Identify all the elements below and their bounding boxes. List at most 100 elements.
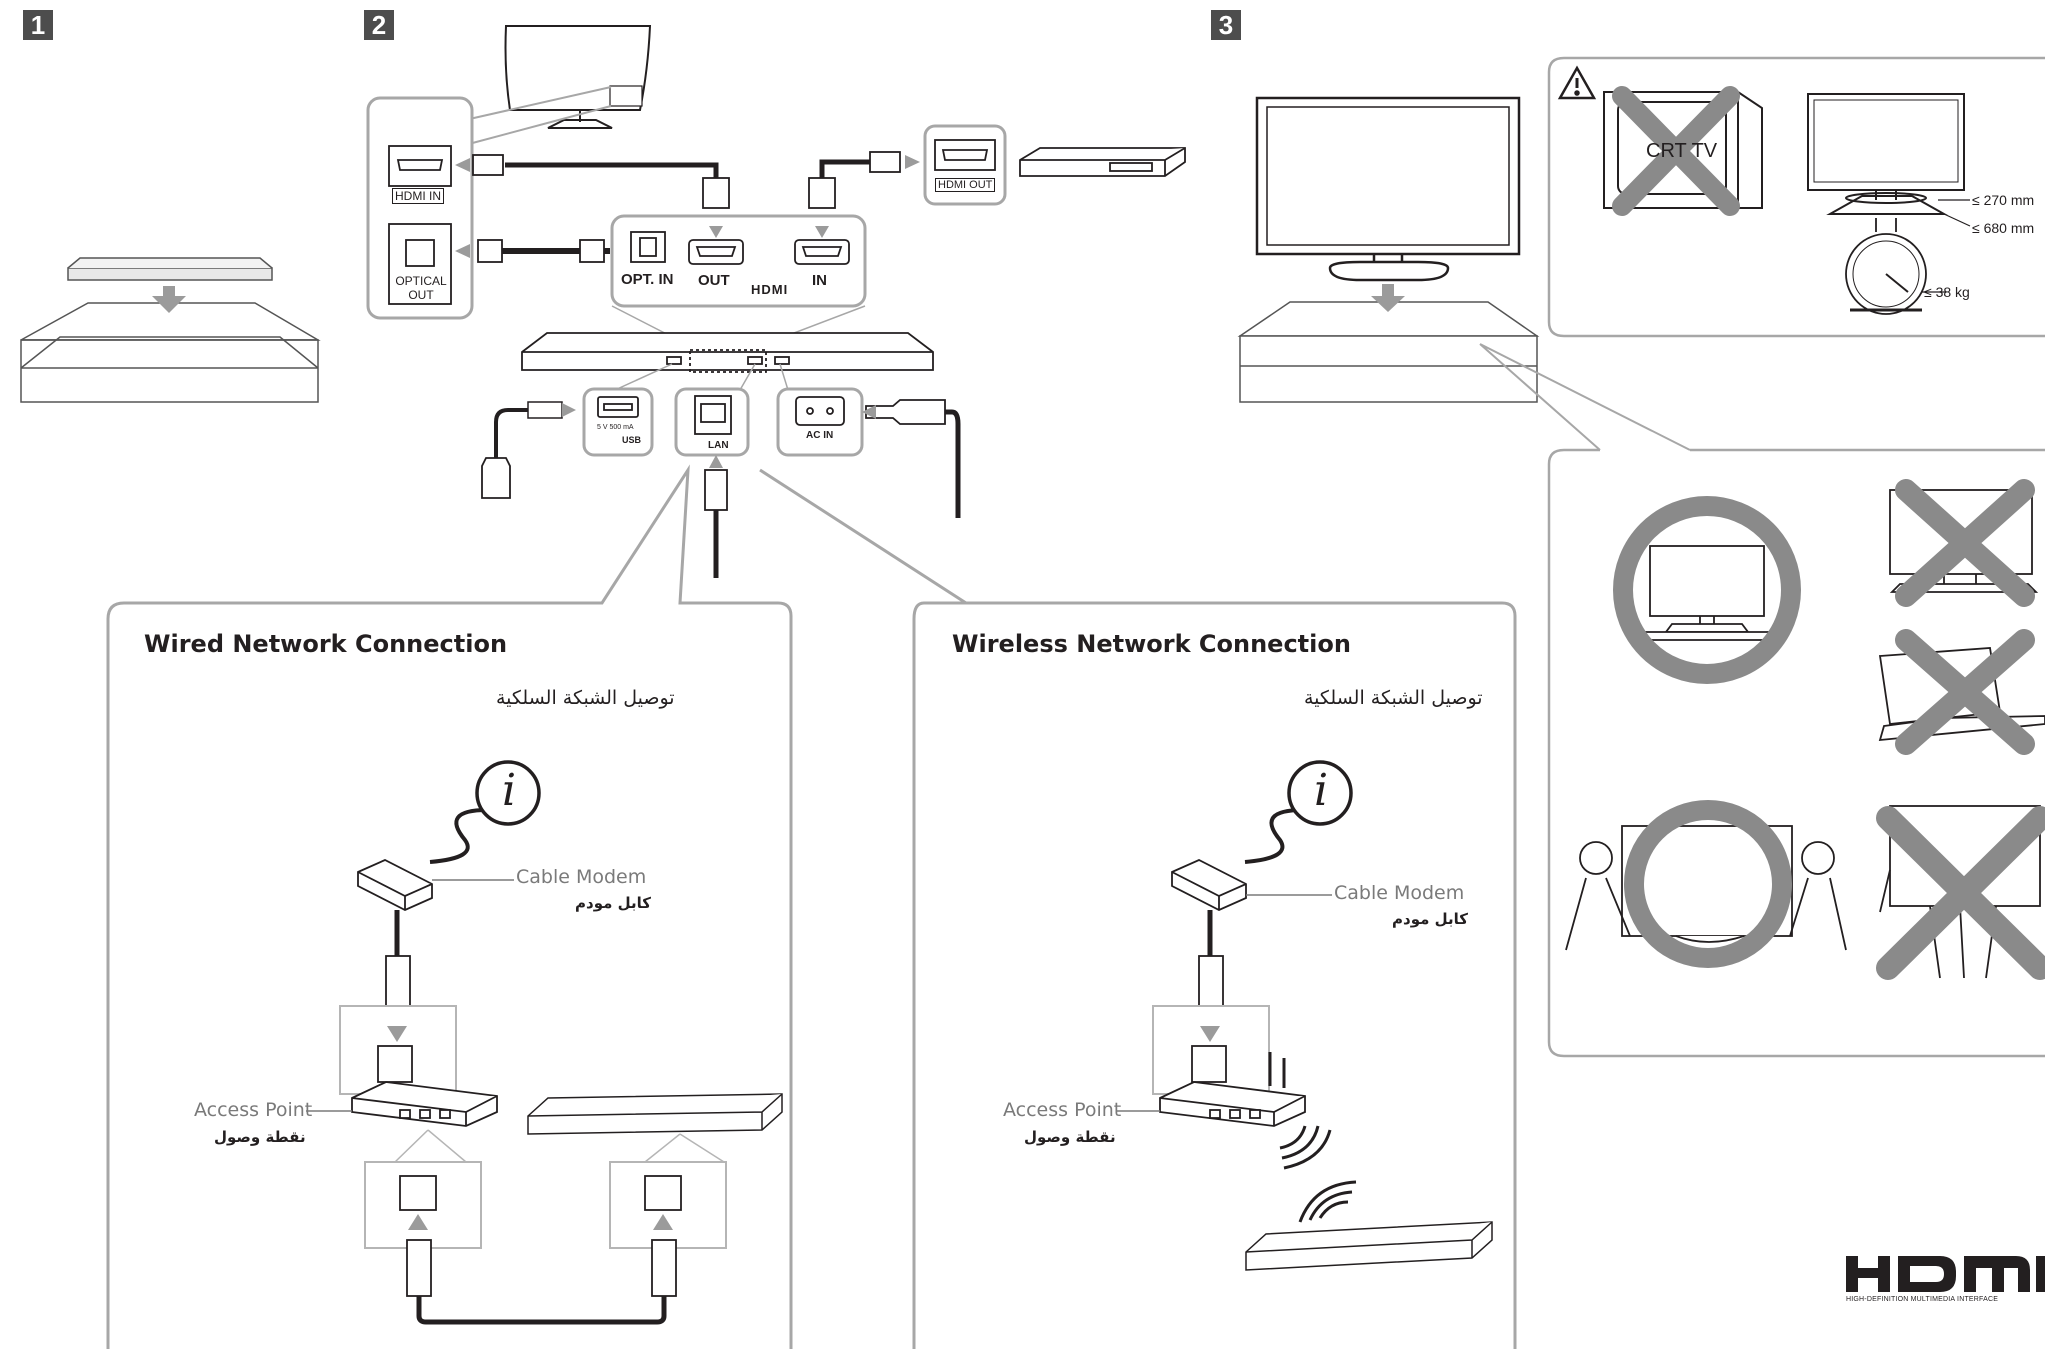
crt-tv-label: CRT TV bbox=[1646, 140, 1718, 162]
wired-info-glyph: i bbox=[501, 765, 517, 816]
opt-in-label: OPT. IN bbox=[621, 271, 674, 288]
wired-ap-port bbox=[377, 1045, 413, 1083]
wired-access-point-label: Access Point bbox=[194, 1099, 313, 1121]
bluray-player bbox=[1019, 147, 1186, 177]
wired-arabic-title: توصيل الشبكة السلكية bbox=[496, 687, 675, 709]
step3-stand bbox=[1237, 301, 1540, 403]
hdmi-tagline: HIGH-DEFINITION MULTIMEDIA INTERFACE bbox=[1846, 1296, 1999, 1303]
lan-cable bbox=[704, 469, 728, 578]
wired-cable-modem bbox=[357, 859, 433, 911]
dimension-lines bbox=[1938, 199, 1971, 227]
placement-ok-1 bbox=[1613, 496, 1801, 684]
placement-ng-3 bbox=[1876, 805, 2045, 980]
warning-panel-border bbox=[1547, 56, 2045, 338]
port-callouts bbox=[614, 363, 789, 391]
hdmi-in-port bbox=[794, 239, 850, 265]
step-2-badge: 2 bbox=[364, 10, 394, 40]
wireless-panel-border bbox=[759, 468, 1517, 1349]
placement-ng-2 bbox=[1878, 629, 2045, 755]
wireless-info-glyph: i bbox=[1313, 765, 1329, 816]
placement-ok-2 bbox=[1565, 800, 1847, 968]
wireless-info-icon bbox=[1287, 760, 1353, 826]
opt-in-port bbox=[630, 231, 666, 263]
arrow-ac-in bbox=[862, 405, 876, 419]
ac-in-label: AC IN bbox=[806, 430, 834, 441]
tv-optical-out-port bbox=[388, 223, 452, 305]
wireless-rj45-plug bbox=[1198, 955, 1224, 1013]
wired-title: Wired Network Connection bbox=[144, 630, 508, 658]
arrow-player-hdmi bbox=[905, 155, 920, 169]
wired-info-icon bbox=[475, 760, 541, 826]
hdmi-out-port bbox=[688, 239, 744, 265]
crt-tv-cross-icon bbox=[1612, 86, 1740, 216]
wireless-cable-modem bbox=[1171, 859, 1247, 911]
tv-monitor-rear bbox=[504, 25, 652, 129]
wired-soundbar bbox=[527, 1093, 783, 1135]
wireless-info-cable bbox=[1244, 808, 1304, 864]
wired-info-cable bbox=[429, 808, 488, 864]
arrow-hdmi-in bbox=[815, 226, 829, 238]
wireless-ap-port bbox=[1191, 1045, 1227, 1083]
wireless-access-point-label-ar: نقطة وصول bbox=[1024, 1128, 1116, 1146]
wired-bar-lan-callout bbox=[644, 1133, 725, 1163]
lan-label: LAN bbox=[708, 440, 729, 451]
wireless-soundbar-wifi-icon bbox=[1298, 1180, 1357, 1223]
in-label: IN bbox=[812, 272, 827, 289]
tv-callout bbox=[464, 86, 612, 146]
wired-access-point bbox=[351, 1081, 498, 1127]
step-3-badge: 3 bbox=[1211, 10, 1241, 40]
wired-panel-border bbox=[106, 464, 793, 1349]
usb-spec-label: 5 V 500 mA bbox=[597, 424, 634, 431]
wired-access-point-label-ar: نقطة وصول bbox=[214, 1128, 306, 1146]
placement-callout bbox=[1479, 343, 1691, 451]
wired-ap-lan-port bbox=[399, 1175, 437, 1211]
placement-ng-1 bbox=[1889, 479, 2039, 607]
soundbar-rear bbox=[521, 332, 934, 373]
dimension-width-label: ≤ 270 mm bbox=[1972, 192, 2035, 208]
wired-arrow-bar-lan bbox=[653, 1214, 673, 1230]
arrow-to-tv-hdmi bbox=[455, 158, 470, 172]
usb-label: USB bbox=[622, 435, 642, 445]
usb-port bbox=[597, 396, 639, 418]
player-hdmi-out-port bbox=[934, 139, 996, 171]
wireless-cable-modem-label-ar: كابل مودم bbox=[1392, 910, 1468, 928]
player-hdmi-out-label: HDMI OUT bbox=[935, 178, 996, 192]
wireless-access-point-label: Access Point bbox=[1003, 1099, 1122, 1121]
hdmi-cable-tv bbox=[472, 154, 730, 209]
wireless-ap-wifi-icon bbox=[1279, 1125, 1332, 1170]
wired-rj45-plug bbox=[385, 955, 411, 1013]
step1-illustration bbox=[20, 257, 321, 403]
arrow-lan bbox=[709, 455, 723, 468]
step3-tv bbox=[1255, 96, 1521, 282]
wireless-arrow-ap bbox=[1200, 1026, 1220, 1042]
placement-panel-border bbox=[1547, 448, 2045, 1058]
wired-arrow-ap bbox=[387, 1026, 407, 1042]
ac-in-port bbox=[795, 396, 845, 426]
wired-cable-modem-label: Cable Modem bbox=[516, 866, 647, 888]
weight-label: ≤ 38 kg bbox=[1924, 284, 1970, 300]
hdmi-small-logo: HDMI bbox=[751, 282, 789, 297]
flat-tv-icon bbox=[1807, 93, 1965, 215]
wired-arrow-ap-lan bbox=[408, 1214, 428, 1230]
tv-optical-out-label: OPTICAL OUT bbox=[395, 274, 447, 302]
power-cable bbox=[865, 399, 961, 518]
step-1-badge: 1 bbox=[23, 10, 53, 40]
wired-ap-lan-callout bbox=[394, 1129, 467, 1163]
wired-lan-cable bbox=[406, 1239, 677, 1325]
step3-arrow-down bbox=[1371, 284, 1405, 312]
arrow-hdmi-out bbox=[709, 226, 723, 238]
lan-port bbox=[694, 395, 732, 435]
wired-bar-lan-port bbox=[644, 1175, 682, 1211]
dimension-depth-label: ≤ 680 mm bbox=[1972, 220, 2035, 236]
wireless-arabic-title: توصيل الشبكة السلكية bbox=[1304, 687, 1483, 709]
tv-hdmi-in-port bbox=[388, 145, 452, 187]
wireless-soundbar bbox=[1245, 1221, 1493, 1271]
wireless-access-point bbox=[1159, 1052, 1306, 1127]
wireless-cable-modem-label: Cable Modem bbox=[1334, 882, 1465, 904]
wireless-title: Wireless Network Connection bbox=[952, 630, 1351, 658]
arrow-usb bbox=[562, 403, 576, 417]
arrow-optical-tv bbox=[455, 244, 470, 258]
tv-hdmi-in-label: HDMI IN bbox=[392, 188, 444, 204]
optical-cable bbox=[477, 239, 610, 263]
